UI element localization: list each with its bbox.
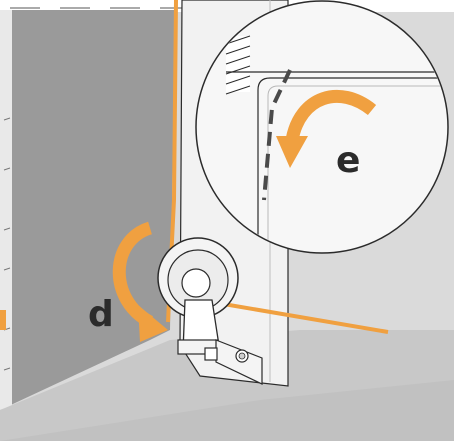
label-e: e [336, 140, 360, 181]
nut [205, 348, 217, 360]
detail-magnifier [196, 1, 450, 253]
label-d: d [88, 294, 114, 335]
pulley-hub [182, 269, 210, 297]
wall-edge [0, 10, 12, 410]
wall-edge-accent [0, 310, 6, 330]
bolt-center [239, 353, 245, 359]
hatch-block [226, 36, 250, 92]
